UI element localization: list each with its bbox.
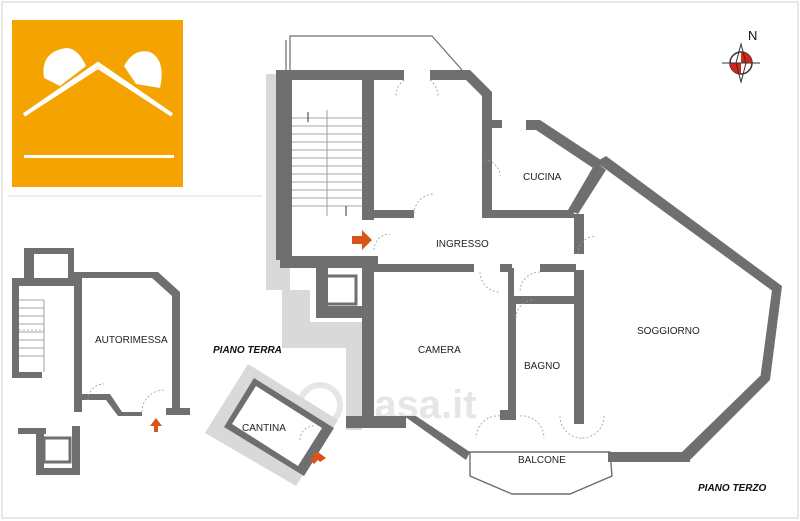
room-soggiorno-label: SOGGIORNO xyxy=(637,326,700,337)
room-cucina-label: CUCINA xyxy=(523,172,562,183)
floor-label-third: PIANO TERZO xyxy=(698,483,767,494)
floor-label-ground: PIANO TERRA xyxy=(213,345,282,356)
north-compass: N xyxy=(722,28,760,84)
cellar-plan: CANTINA xyxy=(205,364,338,486)
room-autorimessa-label: AUTORIMESSA xyxy=(95,335,168,346)
ground-floor-plan: AUTORIMESSA xyxy=(12,248,190,475)
room-bagno-label: BAGNO xyxy=(524,361,560,372)
agency-logo xyxy=(12,20,183,187)
room-camera-label: CAMERA xyxy=(418,345,461,356)
compass-north-label: N xyxy=(748,28,757,43)
main-entry-arrow xyxy=(352,230,372,250)
cellar-entry-arrow xyxy=(310,452,326,464)
garage-entry-arrow xyxy=(150,418,162,432)
third-floor-plan: CUCINA BAGNO CAMERA xyxy=(266,35,782,495)
room-balcone-label: BALCONE xyxy=(518,455,566,466)
room-cantina-label: CANTINA xyxy=(242,423,286,434)
room-ingresso-label: INGRESSO xyxy=(436,239,489,250)
